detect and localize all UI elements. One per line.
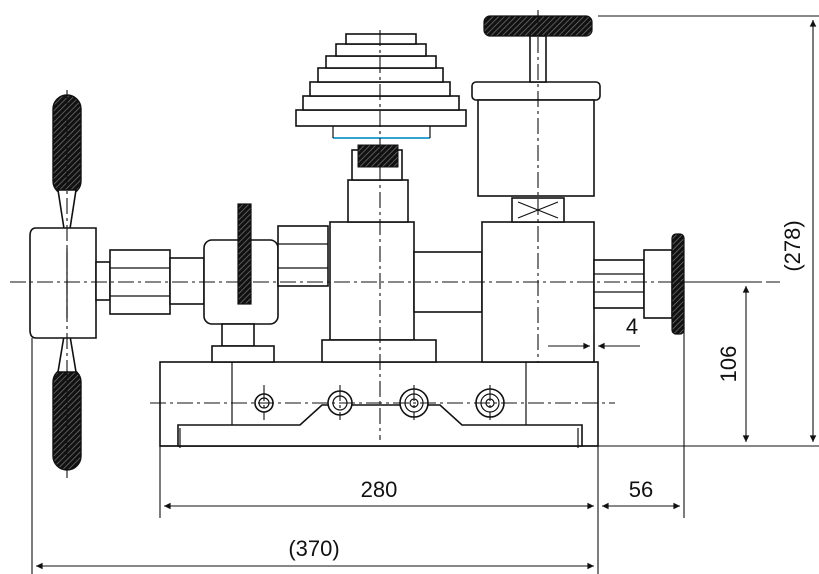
right-outlet [593,233,685,335]
weight-stack [295,33,467,139]
dim-offset: 56 [629,477,653,502]
left-valve-body [203,203,279,363]
dim-base-length: 280 [361,477,398,502]
dim-height: 106 [716,346,741,383]
oil-reservoir [471,81,601,197]
dim-overall-length: (370) [288,536,339,561]
dimension-lines [31,15,819,574]
left-connector [277,225,329,287]
center-lines [10,10,780,478]
center-knob [357,144,399,168]
dim-overall-height: (278) [780,220,805,271]
dim-gap: 4 [626,314,638,339]
base-block [159,361,599,448]
